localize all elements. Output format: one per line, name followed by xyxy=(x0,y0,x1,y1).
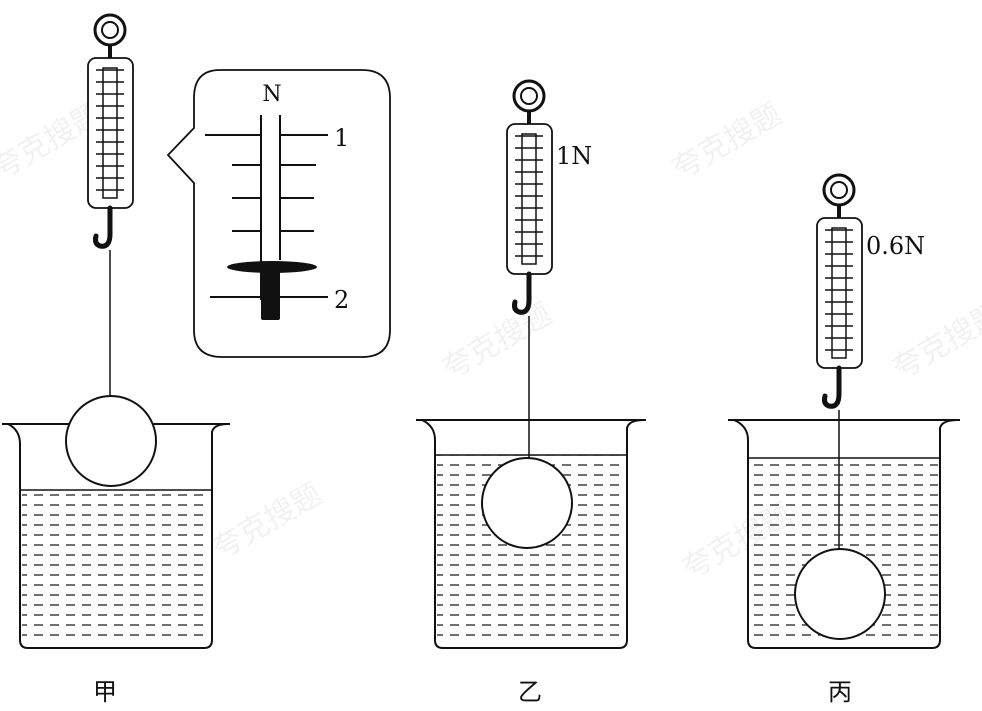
zoom-callout: N 1 2 xyxy=(166,69,391,358)
panel-yi: 1N 乙 xyxy=(416,81,646,706)
panel-jia: 甲 xyxy=(2,15,230,706)
svg-text:夸克搜题: 夸克搜题 xyxy=(887,297,982,387)
ball xyxy=(65,395,157,487)
svg-text:夸克搜题: 夸克搜题 xyxy=(207,477,328,567)
scale-reading: 0.6N xyxy=(866,232,925,260)
panel-label: 丙 xyxy=(828,678,852,706)
ball xyxy=(794,548,886,640)
spring-scale xyxy=(507,81,552,312)
spring-scale xyxy=(88,15,133,246)
scale-reading: 1N xyxy=(556,142,592,170)
water xyxy=(22,490,210,640)
ball xyxy=(481,457,573,549)
panel-label: 甲 xyxy=(93,678,117,706)
tick-label-1: 1 xyxy=(334,124,349,152)
unit-label: N xyxy=(262,82,281,107)
beaker xyxy=(728,419,960,649)
svg-text:夸克搜题: 夸克搜题 xyxy=(437,297,558,387)
panel-bing: 0.6N 丙 xyxy=(728,175,960,706)
panel-label: 乙 xyxy=(518,678,542,706)
tick-label-2: 2 xyxy=(334,286,349,314)
beaker xyxy=(416,419,646,649)
spring-scale xyxy=(817,175,862,406)
svg-text:夸克搜题: 夸克搜题 xyxy=(667,97,788,187)
